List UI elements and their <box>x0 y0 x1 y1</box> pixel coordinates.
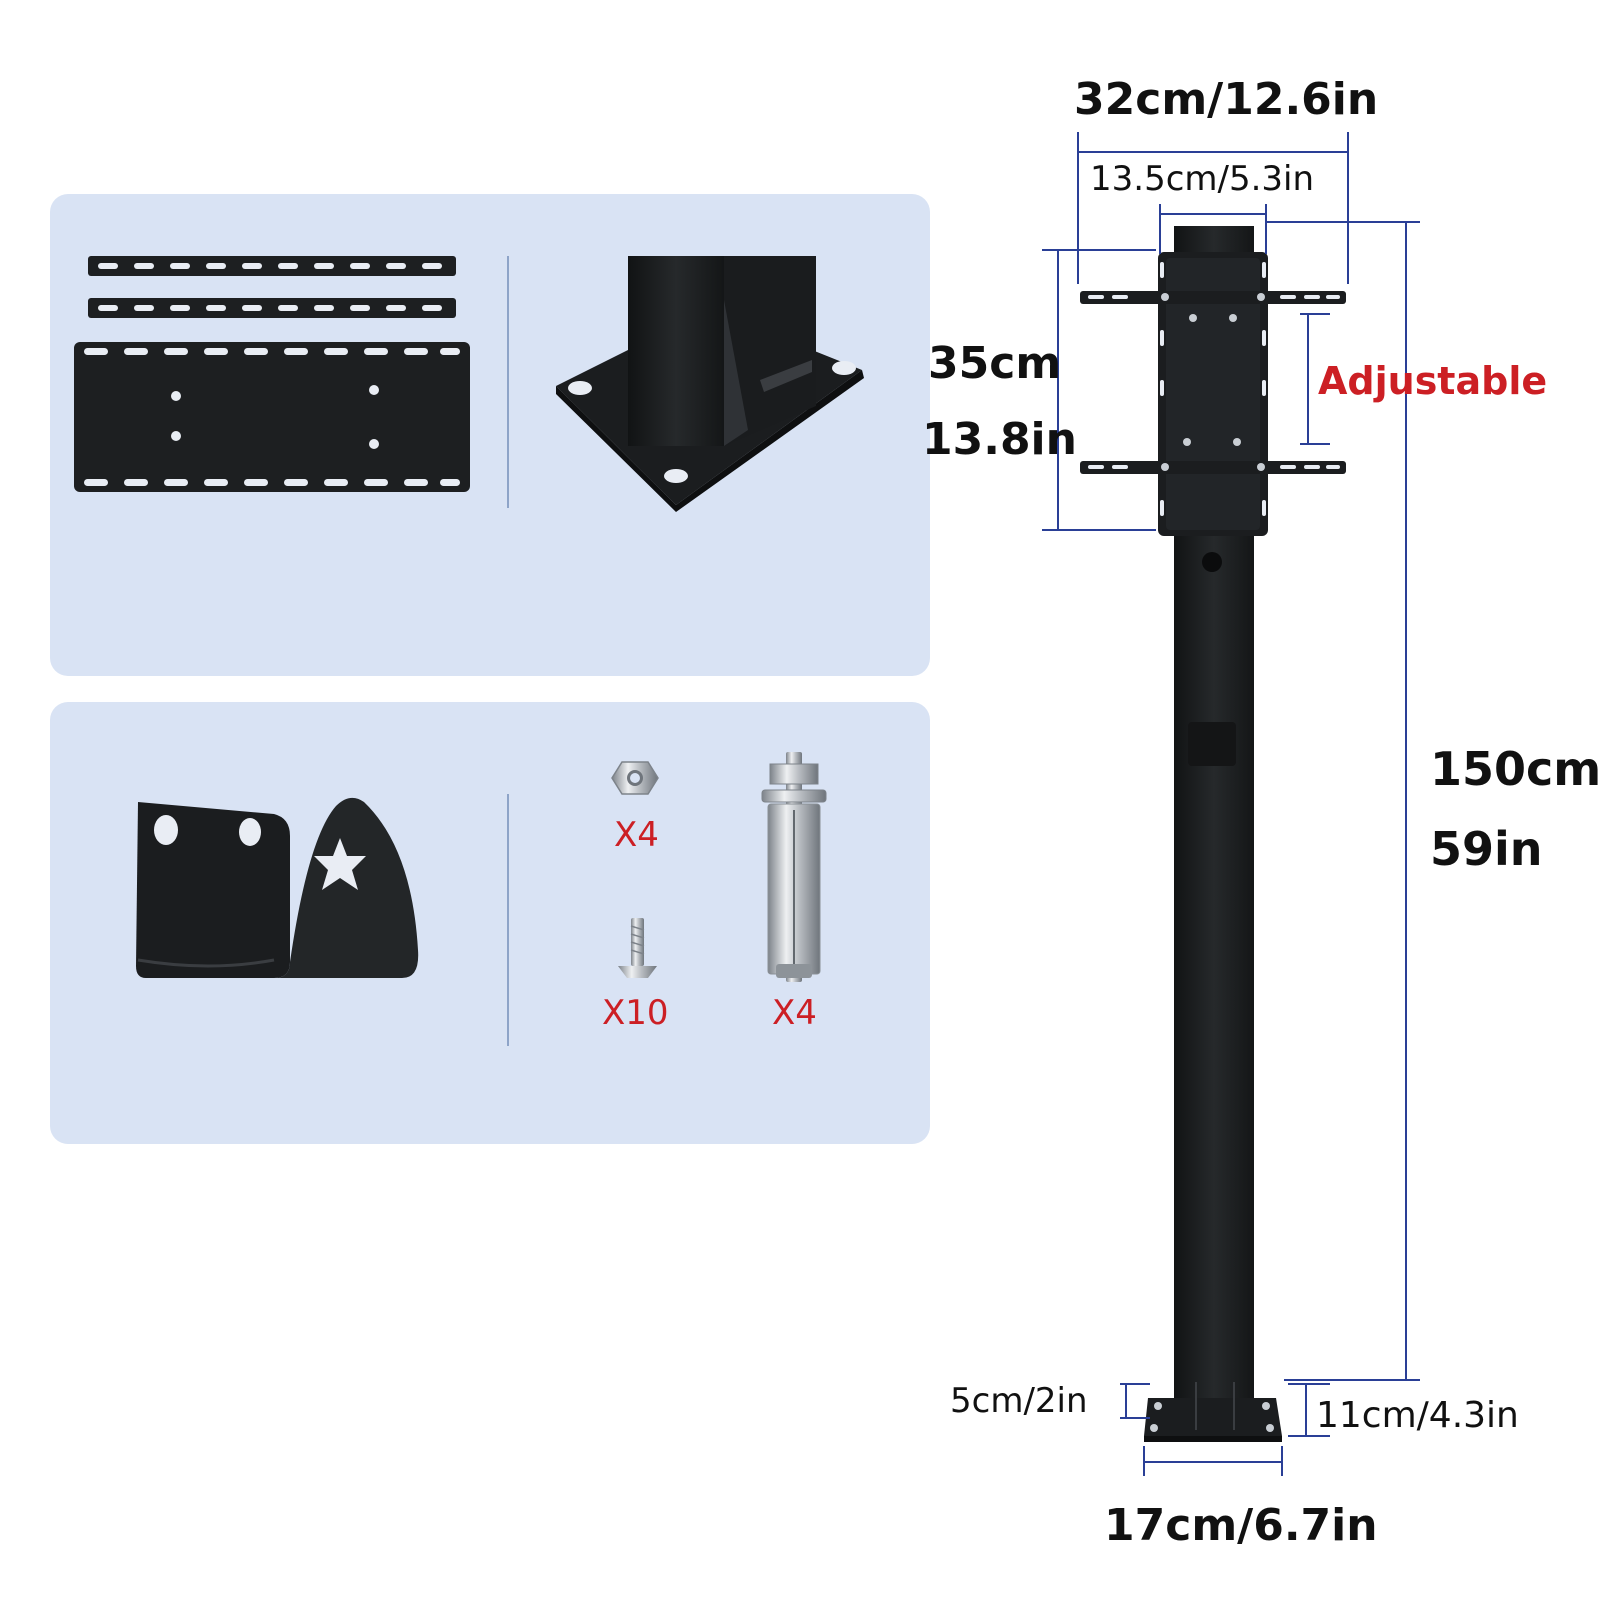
panel-divider <box>507 794 509 1046</box>
base-plate-side-label: 11cm/4.3in <box>1316 1395 1519 1436</box>
base-plate-width-label: 17cm/6.7in <box>1104 1500 1378 1551</box>
hex-nut-icon <box>611 761 659 795</box>
pole-height-in-label: 59in <box>1430 822 1543 876</box>
base-flange-icon <box>556 256 864 512</box>
mounting-plate-icon <box>74 342 470 492</box>
l-bracket-icon <box>136 797 419 978</box>
pole-icon <box>1080 226 1346 1442</box>
screw-quantity: X10 <box>602 993 669 1033</box>
mount-height-in-label: 13.8in <box>922 414 1077 465</box>
panel-divider <box>507 256 509 508</box>
mount-height-cm-label: 35cm <box>928 338 1062 389</box>
mounting-strip-icon <box>88 298 456 318</box>
base-plate-height-label: 5cm/2in <box>950 1381 1088 1421</box>
anchor-bolt-quantity: X4 <box>772 993 817 1033</box>
dimension-lines <box>1042 132 1420 1476</box>
overall-width-label: 32cm/12.6in <box>1074 74 1379 125</box>
pole-height-cm-label: 150cm <box>1430 742 1600 796</box>
mount-width-label: 13.5cm/5.3in <box>1090 159 1315 199</box>
mounting-strip-icon <box>88 256 456 276</box>
nut-quantity: X4 <box>614 815 659 855</box>
flat-screw-icon <box>618 918 657 978</box>
expansion-bolt-icon <box>761 752 827 982</box>
adjustable-label: Adjustable <box>1318 359 1548 403</box>
